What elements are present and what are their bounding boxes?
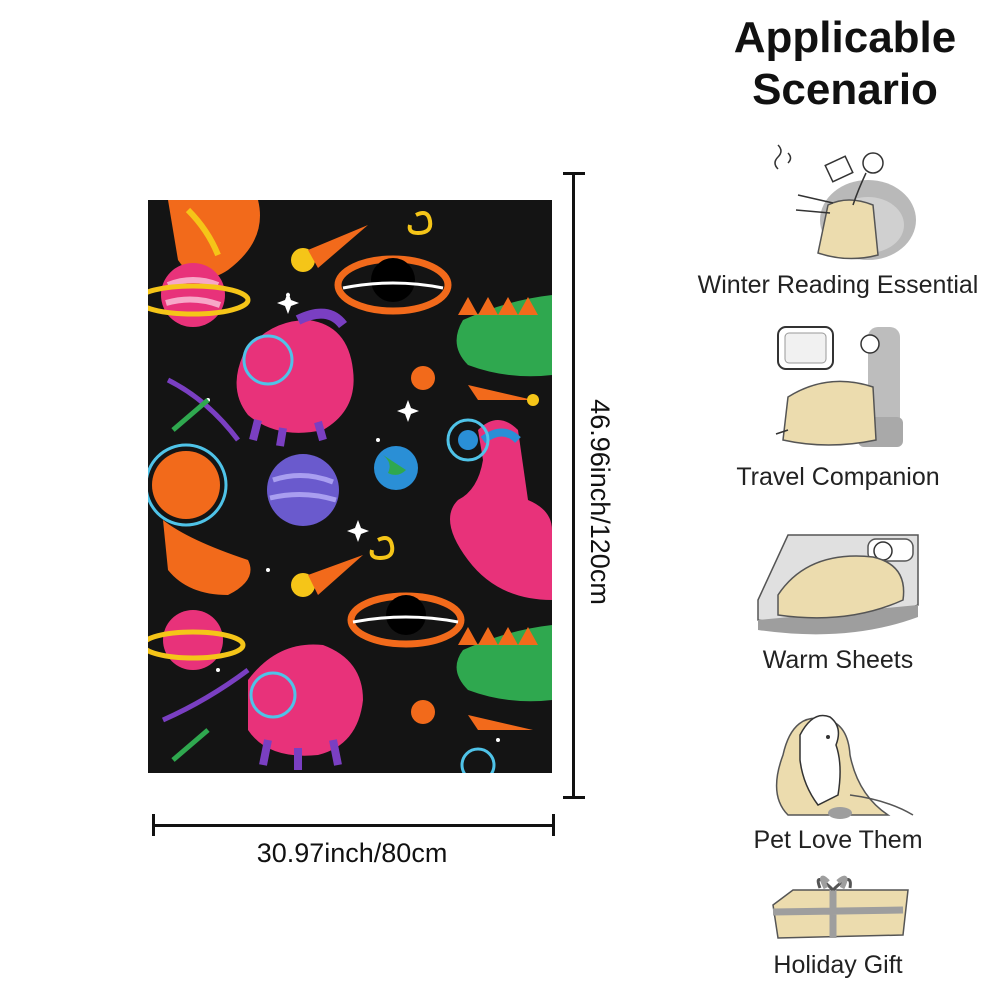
width-dimension-cap-left	[152, 814, 155, 836]
scenario-item-travel: Travel Companion	[688, 322, 988, 492]
scenario-label: Warm Sheets	[762, 646, 914, 674]
height-dimension-line	[572, 172, 575, 798]
dog-blanket-icon	[775, 714, 914, 819]
scenario-title-line1: Applicable	[733, 13, 957, 62]
scenario-item-gift: Holiday Gift	[688, 870, 988, 980]
scenario-item-pet: Pet Love Them	[688, 705, 988, 855]
scenario-title-line2: Scenario	[752, 65, 938, 114]
scenario-label: Pet Love Them	[753, 826, 923, 854]
blanket-pattern	[148, 200, 552, 773]
scenario-label: Winter Reading Essential	[697, 271, 979, 299]
width-dimension-cap-right	[552, 814, 555, 836]
width-dimension-line	[152, 824, 555, 827]
travel-seat-icon	[775, 326, 903, 447]
scenario-label: Travel Companion	[736, 463, 940, 491]
height-label: 46.96inch/120cm	[585, 399, 615, 605]
scenario-item-bed: Warm Sheets	[688, 525, 988, 675]
reading-person-icon	[774, 144, 916, 260]
scenario-label: Holiday Gift	[773, 951, 903, 979]
bed-sleeping-icon	[757, 534, 919, 635]
scenario-title: Applicable Scenario	[690, 12, 1000, 116]
width-label: 30.97inch/80cm	[256, 838, 448, 868]
height-dimension-cap-bottom	[563, 796, 585, 799]
gift-box-icon	[772, 875, 909, 939]
height-dimension-cap-top	[563, 172, 585, 175]
scenario-item-reading: Winter Reading Essential	[688, 135, 988, 300]
blanket-image	[148, 200, 552, 773]
